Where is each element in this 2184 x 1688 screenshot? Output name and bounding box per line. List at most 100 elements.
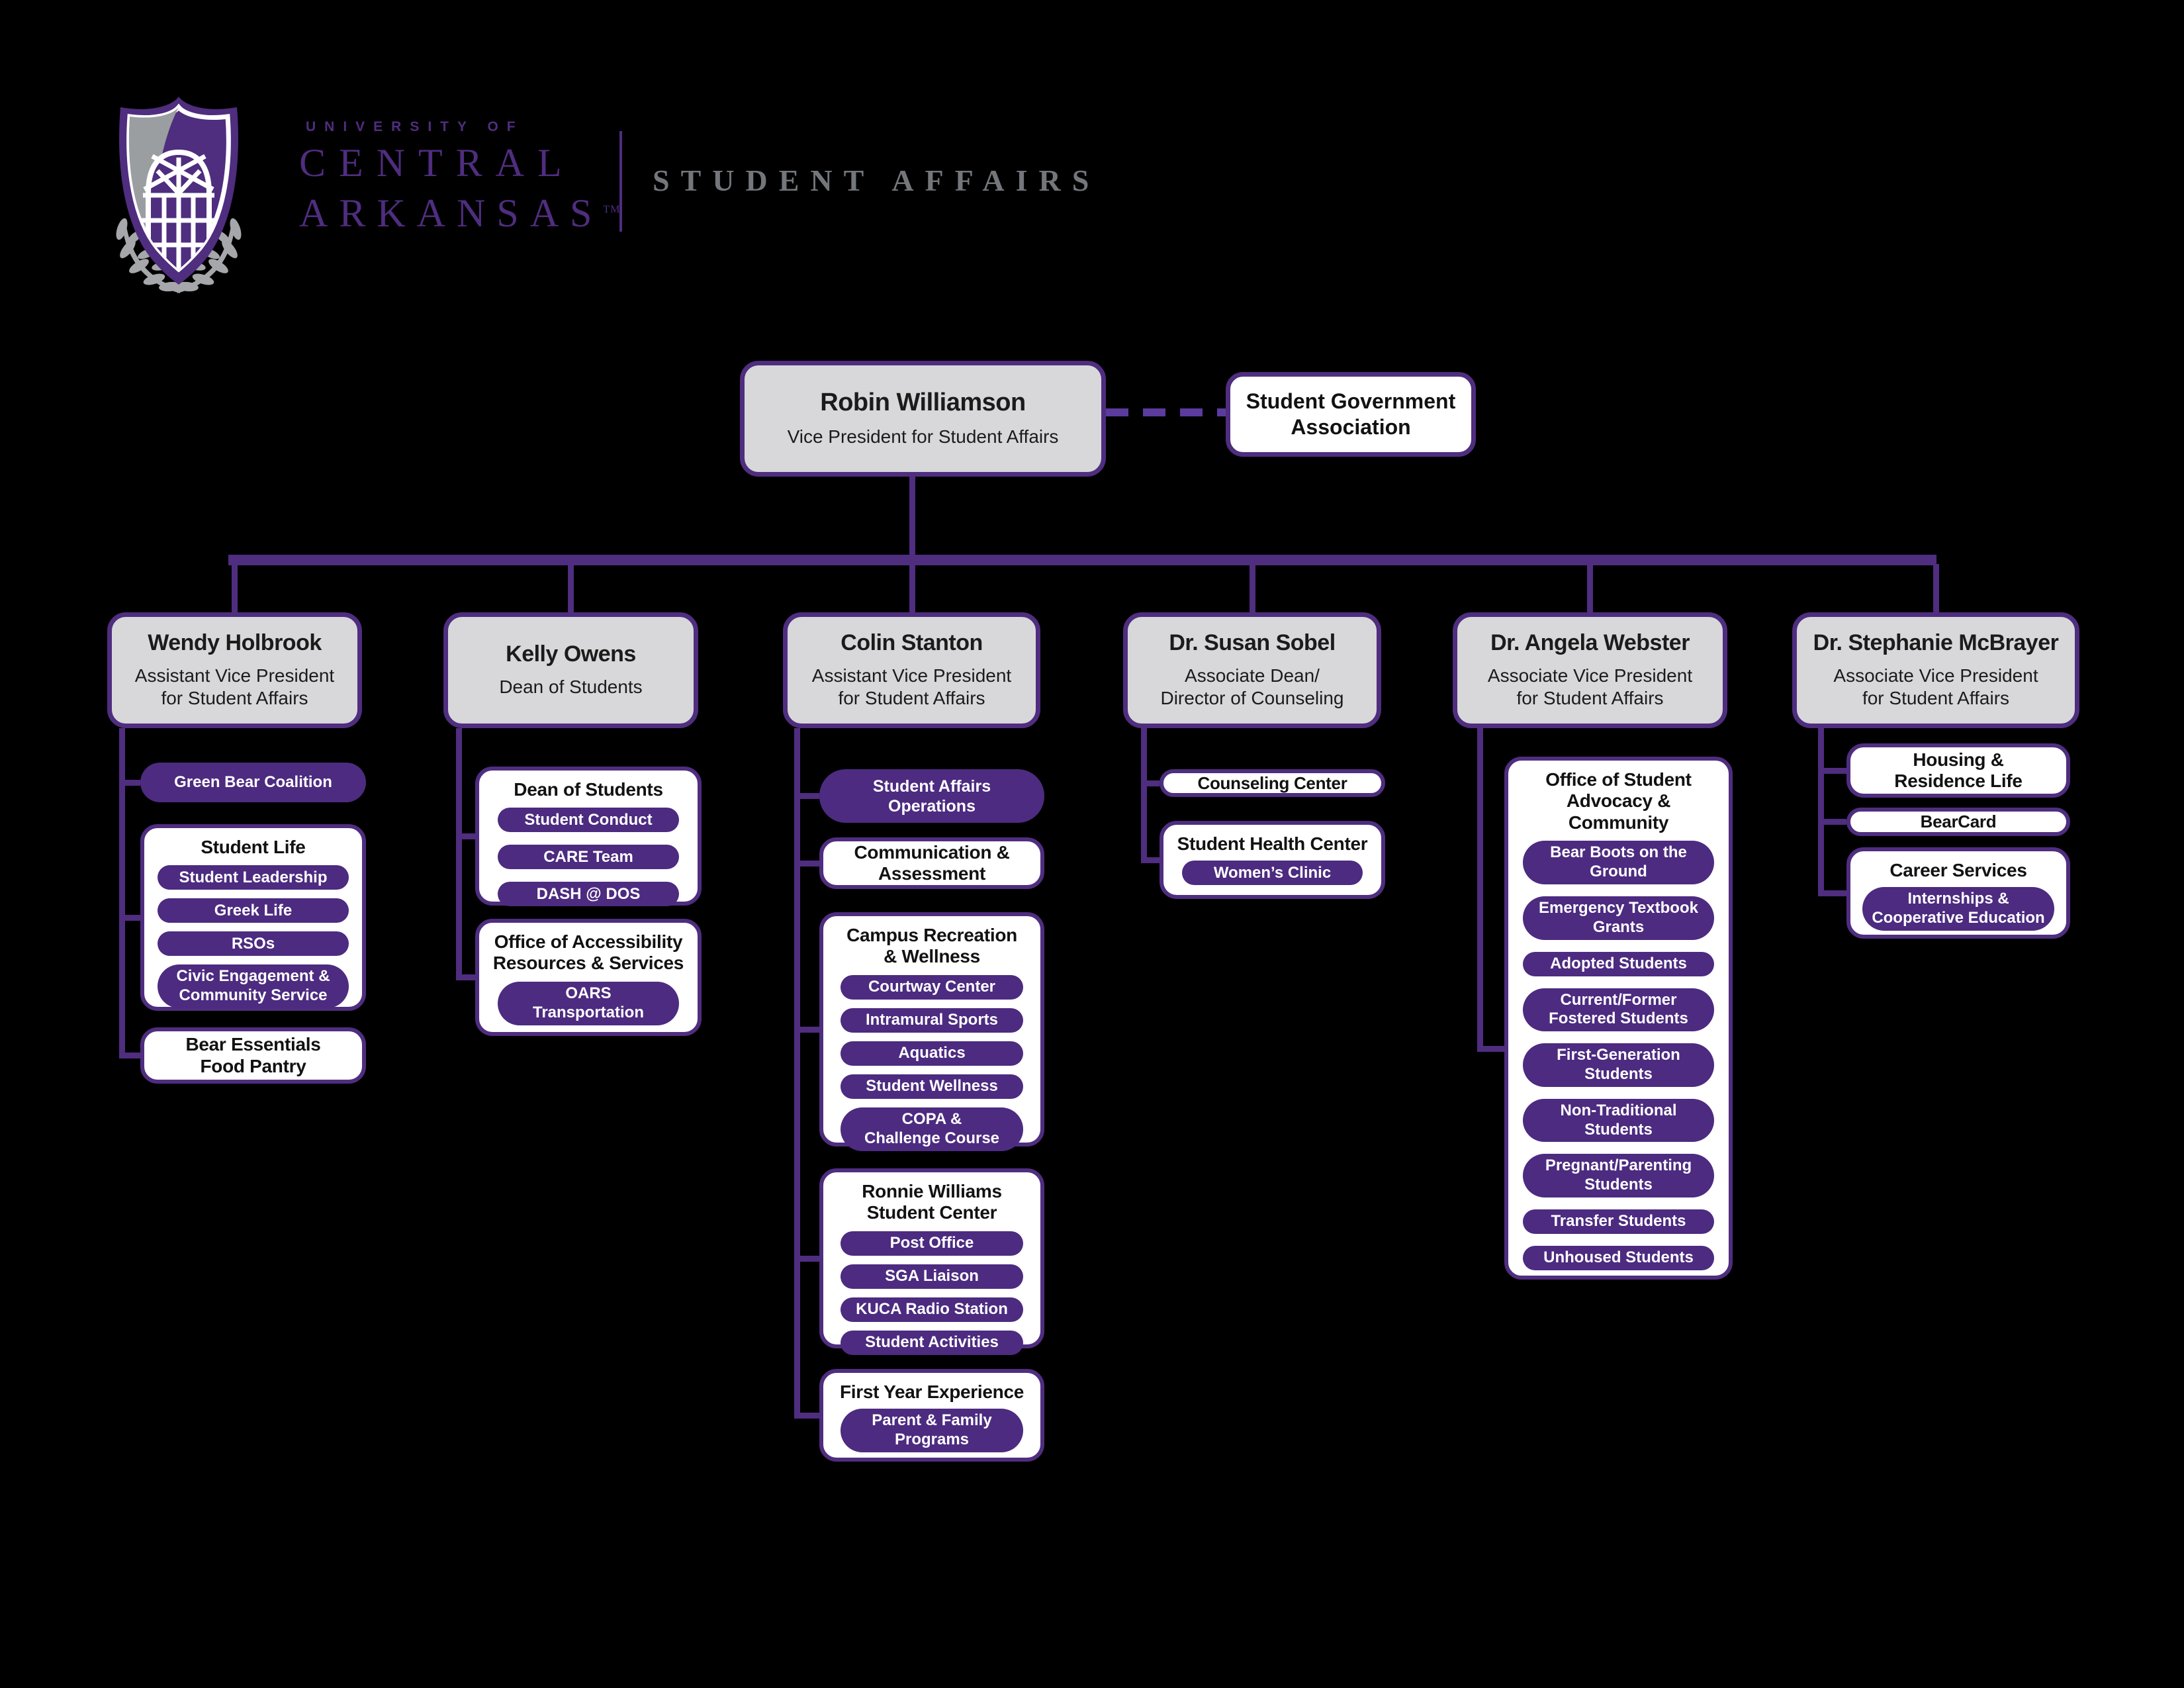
sub-unit-emergency-textbook-grants: Emergency Textbook Grants (1523, 896, 1714, 940)
person-title: Associate Dean/ Director of Counseling (1160, 665, 1344, 709)
sub-unit-intramural-sports: Intramural Sports (841, 1008, 1023, 1033)
unit-office-of-accessibility: Office of Accessibility Resources & Serv… (475, 919, 702, 1036)
unit-student-health-center: Student Health Center Women’s Clinic (1160, 821, 1385, 899)
org-box-student-government-association: Student Government Association (1226, 372, 1476, 457)
person-title: Associate Vice President for Student Aff… (1487, 665, 1693, 709)
person-name: Dr. Susan Sobel (1169, 630, 1336, 655)
connector-horizontal-bar (228, 555, 1936, 565)
sub-unit-copa-challenge-course: COPA & Challenge Course (841, 1107, 1023, 1151)
unit-title: Communication & Assessment (854, 841, 1010, 884)
unit-title: Career Services (1889, 860, 2027, 880)
uca-shield-icon (116, 97, 244, 293)
unit-first-year-experience: First Year Experience Parent & Family Pr… (819, 1369, 1044, 1462)
sub-unit-oars-transportation: OARS Transportation (498, 981, 679, 1025)
unit-title: Housing & Residence Life (1894, 749, 2023, 791)
sub-unit-sga-liaison: SGA Liaison (841, 1264, 1023, 1289)
sub-unit-aquatics: Aquatics (841, 1041, 1023, 1066)
person-title: Assistant Vice President for Student Aff… (134, 665, 335, 709)
sub-unit-kuca-radio-station: KUCA Radio Station (841, 1297, 1023, 1322)
stub-bearcard (1818, 819, 1846, 825)
logo-central: CENTRAL (299, 141, 575, 185)
stub-counseling (1141, 780, 1160, 786)
connector-drop-stephanie (1933, 564, 1939, 612)
person-name: Kelly Owens (506, 641, 636, 667)
sub-unit-greek-life: Greek Life (158, 898, 349, 923)
person-name: Dr. Stephanie McBrayer (1813, 630, 2059, 655)
sub-unit-student-conduct: Student Conduct (498, 808, 679, 833)
sub-unit-care-team: CARE Team (498, 845, 679, 870)
unit-title: Office of Student Advocacy & Community (1545, 769, 1692, 833)
unit-title: Bear Essentials Food Pantry (185, 1034, 321, 1076)
logo-arkansas-text: ARKANSAS (299, 191, 604, 235)
unit-title: First Year Experience (839, 1382, 1024, 1402)
logo-university-of: UNIVERSITY OF (306, 119, 524, 134)
connector-drop-susan (1250, 564, 1255, 612)
sub-unit-dash-at-dos: DASH @ DOS (498, 882, 679, 907)
stub-campus-rec (794, 1027, 819, 1033)
stub-fye (794, 1413, 819, 1419)
stub-career (1818, 890, 1846, 896)
sub-unit-non-traditional-students: Non-Traditional Students (1523, 1098, 1714, 1143)
sub-unit-adopted-students: Adopted Students (1523, 951, 1714, 976)
org-box-stephanie-mcbrayer: Dr. Stephanie McBrayer Associate Vice Pr… (1792, 612, 2079, 728)
unit-bearcard: BearCard (1846, 808, 2070, 836)
sub-unit-pregnant-parenting-students: Pregnant/Parenting Students (1523, 1154, 1714, 1197)
sub-unit-parent-family-programs: Parent & Family Programs (841, 1409, 1023, 1453)
stub-health-center (1141, 857, 1160, 863)
sub-unit-student-activities: Student Activities (841, 1330, 1023, 1355)
unit-counseling-center: Counseling Center (1160, 769, 1385, 797)
org-box-colin-stanton: Colin Stanton Assistant Vice President f… (783, 612, 1040, 728)
sub-unit-transfer-students: Transfer Students (1523, 1209, 1714, 1234)
spine-susan (1141, 728, 1147, 863)
sub-unit-fostered-students: Current/Former Fostered Students (1523, 988, 1714, 1032)
spine-angela (1477, 728, 1483, 1051)
org-box-wendy-holbrook: Wendy Holbrook Assistant Vice President … (107, 612, 362, 728)
person-name: Dr. Angela Webster (1490, 630, 1690, 655)
sub-unit-rsos: RSOs (158, 931, 349, 957)
sub-unit-bear-boots: Bear Boots on the Ground (1523, 841, 1714, 884)
unit-title: Campus Recreation & Wellness (846, 925, 1017, 967)
unit-career-services: Career Services Internships & Cooperativ… (1846, 847, 2070, 939)
org-box-susan-sobel: Dr. Susan Sobel Associate Dean/ Director… (1123, 612, 1381, 728)
connector-root-drop (909, 477, 915, 556)
unit-communication-assessment: Communication & Assessment (819, 837, 1044, 889)
connector-drop-colin (909, 564, 915, 612)
stub-food-pantry (119, 1053, 140, 1058)
sub-unit-internships-coop: Internships & Cooperative Education (1862, 887, 2054, 931)
unit-student-life: Student Life Student Leadership Greek Li… (140, 824, 366, 1011)
unit-title: Dean of Students (514, 779, 663, 800)
logo-arkansas: ARKANSASTM (299, 193, 620, 233)
unit-title: BearCard (1920, 812, 1997, 832)
spine-stephanie (1818, 728, 1824, 896)
person-name: Wendy Holbrook (148, 630, 322, 655)
person-name: Robin Williamson (820, 388, 1026, 416)
stub-housing (1818, 768, 1846, 774)
unit-title: Student Health Center (1177, 833, 1368, 854)
spine-colin (794, 728, 800, 1418)
org-box-robin-williamson: Robin Williamson Vice President for Stud… (740, 361, 1106, 477)
sub-unit-civic-engagement: Civic Engagement & Community Service (158, 964, 349, 1009)
connector-drop-angela (1587, 564, 1593, 612)
sub-unit-student-wellness: Student Wellness (841, 1074, 1023, 1099)
unit-ronnie-williams-student-center: Ronnie Williams Student Center Post Offi… (819, 1168, 1044, 1355)
spine-kelly (456, 728, 462, 980)
division-title: STUDENT AFFAIRS (653, 164, 1101, 197)
trademark-symbol: TM (603, 204, 621, 215)
person-title: Vice President for Student Affairs (787, 426, 1059, 447)
sub-unit-first-generation-students: First-Generation Students (1523, 1043, 1714, 1087)
unit-dean-of-students: Dean of Students Student Conduct CARE Te… (475, 767, 702, 907)
unit-campus-recreation-wellness: Campus Recreation & Wellness Courtway Ce… (819, 912, 1044, 1151)
logo-divider (619, 131, 622, 232)
unit-title: Student Life (201, 837, 306, 857)
stub-communication (794, 861, 819, 867)
unit-title: Counseling Center (1197, 773, 1347, 793)
person-title: Dean of Students (499, 677, 643, 698)
stub-operations (794, 793, 819, 799)
stub-student-life (119, 915, 140, 921)
stub-dean-of-students (456, 833, 475, 839)
connector-drop-wendy (232, 564, 238, 612)
person-title: Assistant Vice President for Student Aff… (811, 665, 1012, 709)
stub-student-center (794, 1256, 819, 1262)
unit-title: Office of Accessibility Resources & Serv… (492, 931, 684, 974)
